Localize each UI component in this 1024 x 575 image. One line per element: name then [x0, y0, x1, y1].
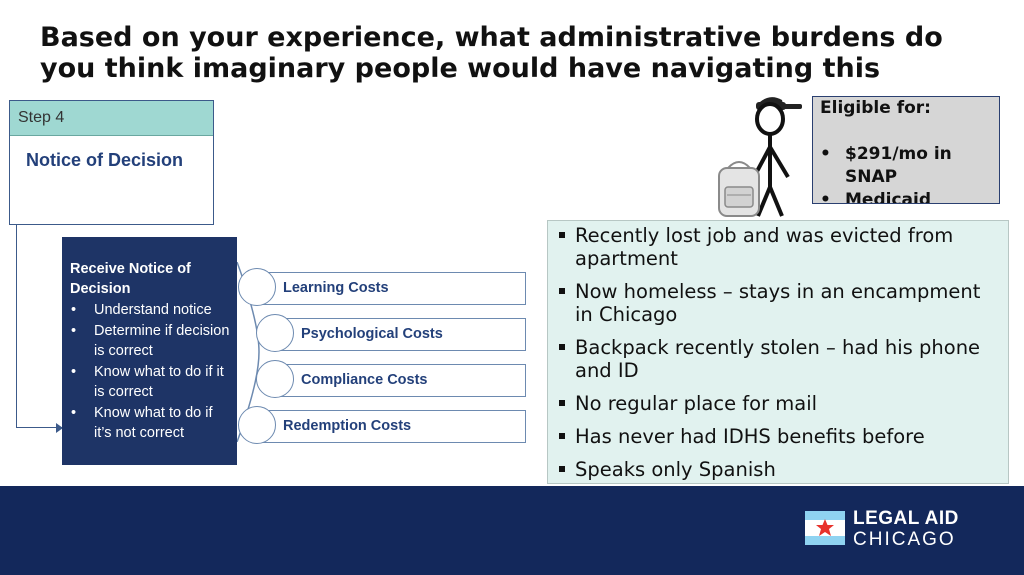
cost-learning: Learning Costs	[258, 272, 526, 305]
fact-item: Backpack recently stolen – had his phone…	[557, 336, 1000, 382]
fact-item: Speaks only Spanish	[557, 458, 1000, 481]
cost-redemption: Redemption Costs	[258, 410, 526, 443]
slide-title: Based on your experience, what administr…	[40, 22, 943, 84]
notice-box: Receive Notice of Decision Understand no…	[62, 237, 237, 465]
chicago-flag-logo-icon	[805, 511, 845, 545]
backpack-icon	[718, 161, 760, 217]
eligibility-heading: Eligible for:	[820, 98, 931, 118]
step-label: Step 4	[10, 101, 213, 136]
cost-circle	[256, 360, 294, 398]
eligibility-box: Eligible for: $291/mo in SNAP Medicaid	[812, 96, 1000, 204]
logo-line1: LEGAL AID	[853, 508, 959, 529]
fact-item: No regular place for mail	[557, 392, 1000, 415]
stick-figure-icon	[718, 97, 802, 217]
eligibility-item: Medicaid	[820, 189, 999, 203]
facts-list: Recently lost job and was evicted from a…	[557, 224, 1000, 481]
footer-bar	[0, 486, 1024, 575]
cost-compliance: Compliance Costs	[276, 364, 526, 397]
notice-item: Understand notice	[70, 300, 231, 321]
notice-item: Know what to do if it is correct	[70, 362, 231, 403]
arrow-head	[56, 423, 63, 433]
persona-facts-box: Recently lost job and was evicted from a…	[547, 220, 1009, 484]
connector-line	[16, 225, 17, 428]
notice-heading: Receive Notice of Decision	[70, 261, 191, 297]
cost-circle	[238, 268, 276, 306]
logo-text: LEGAL AID CHICAGO	[853, 508, 959, 550]
connector-line	[16, 427, 62, 428]
notice-list: Understand notice Determine if decision …	[70, 300, 231, 444]
eligibility-list: $291/mo in SNAP Medicaid	[820, 143, 999, 203]
cost-circle	[256, 314, 294, 352]
cost-psychological: Psychological Costs	[276, 318, 526, 351]
cost-circle	[238, 406, 276, 444]
fact-item: Recently lost job and was evicted from a…	[557, 224, 1000, 270]
logo-line2: CHICAGO	[853, 529, 956, 550]
step-title: Notice of Decision	[26, 150, 184, 170]
notice-item: Determine if decision is correct	[70, 321, 231, 362]
fact-item: Now homeless – stays in an encampment in…	[557, 280, 1000, 326]
fact-item: Has never had IDHS benefits before	[557, 425, 1000, 448]
step-card: Step 4 Notice of Decision	[9, 100, 214, 225]
notice-item: Know what to do if it’s not correct	[70, 403, 231, 444]
eligibility-item: $291/mo in SNAP	[820, 143, 999, 189]
